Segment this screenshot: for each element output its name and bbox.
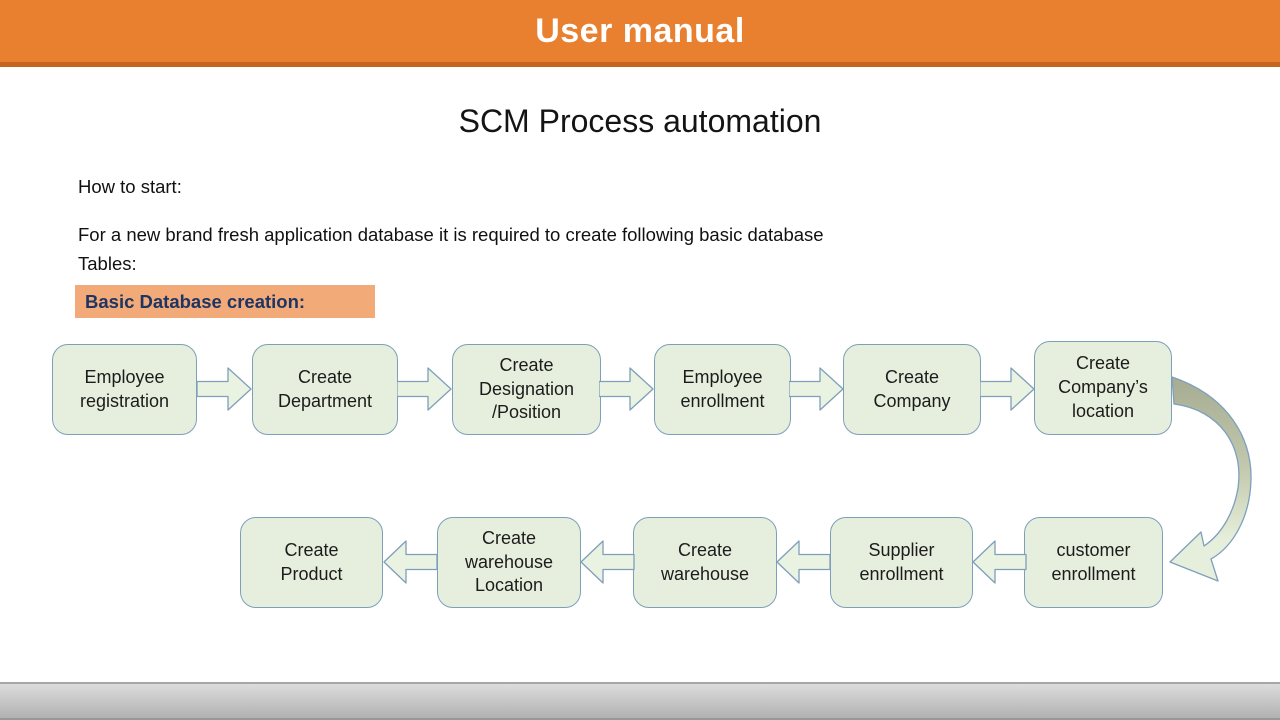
flow-box-create-designation: Create Designation /Position	[452, 344, 601, 435]
flow-box-supplier-enrollment: Supplier enrollment	[830, 517, 973, 608]
flow-arrow-right-icon	[980, 367, 1035, 411]
flow-box-create-warehouse: Create warehouse	[633, 517, 777, 608]
arrow-shape	[383, 540, 438, 584]
flow-arrow-right-icon	[397, 367, 452, 411]
arrow-shape	[980, 367, 1035, 411]
flow-box-create-company: Create Company	[843, 344, 981, 435]
arrow-shape	[789, 367, 844, 411]
arrow-shape	[599, 367, 654, 411]
flow-box-create-company-location: Create Company’s location	[1034, 341, 1172, 435]
flow-arrow-right-icon	[197, 367, 252, 411]
arrow-shape	[776, 540, 831, 584]
flow-arrow-right-icon	[599, 367, 654, 411]
flow-box-employee-registration: Employee registration	[52, 344, 197, 435]
curved-arrow-shape	[1169, 376, 1252, 582]
arrow-shape	[972, 540, 1027, 584]
slide-footer-bar	[0, 682, 1280, 720]
flow-arrow-left-icon	[383, 540, 438, 584]
flow-arrow-left-icon	[972, 540, 1027, 584]
arrow-shape	[580, 540, 635, 584]
flow-box-create-warehouse-location: Create warehouse Location	[437, 517, 581, 608]
arrow-shape	[197, 367, 252, 411]
header-accent-strip	[0, 62, 1280, 67]
flow-arrow-right-icon	[789, 367, 844, 411]
intro-line-1: For a new brand fresh application databa…	[78, 224, 824, 245]
intro-line-2: Tables:	[78, 253, 137, 274]
arrow-shape	[397, 367, 452, 411]
flow-box-create-product: Create Product	[240, 517, 383, 608]
section-label-basic-database-creation: Basic Database creation:	[75, 285, 375, 318]
curved-connector-arrow-icon	[1169, 376, 1252, 582]
intro-paragraph: For a new brand fresh application databa…	[78, 220, 1018, 278]
flow-box-employee-enrollment: Employee enrollment	[654, 344, 791, 435]
page-title: User manual	[535, 11, 745, 50]
slide-header-bar: User manual	[0, 0, 1280, 62]
how-to-start-label: How to start:	[78, 176, 182, 197]
flow-box-customer-enrollment: customer enrollment	[1024, 517, 1163, 608]
flow-arrow-left-icon	[580, 540, 635, 584]
flow-box-create-department: Create Department	[252, 344, 398, 435]
slide-title: SCM Process automation	[458, 103, 822, 139]
flow-arrow-left-icon	[776, 540, 831, 584]
